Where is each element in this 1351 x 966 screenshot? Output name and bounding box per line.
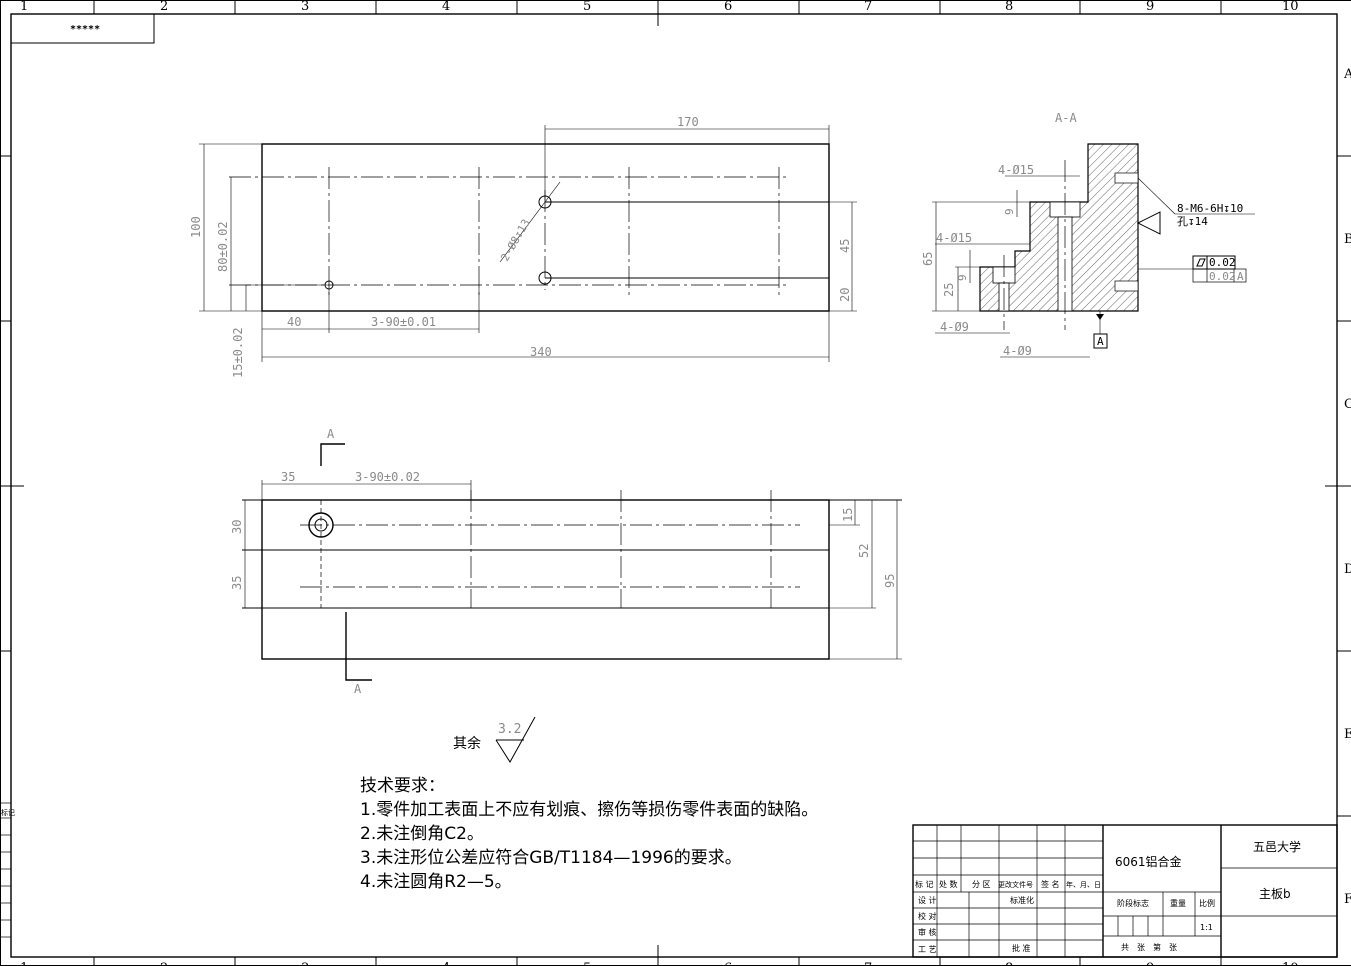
h-mark: 标 记 xyxy=(915,879,934,889)
dim-25: 25 xyxy=(942,283,956,297)
dim-65: 65 xyxy=(921,252,935,266)
part-name: 主板b xyxy=(1259,887,1291,901)
cut-label-top: A xyxy=(327,427,335,441)
dim-d9-left: 4-Ø9 xyxy=(940,320,969,334)
dim-35-front: 35 xyxy=(281,470,295,484)
tech-requirement-4: 4.未注圆角R2—5。 xyxy=(360,872,512,892)
zone-col-4-bottom: 4 xyxy=(442,961,450,966)
company: 五邑大学 xyxy=(1253,839,1301,854)
dim-15-front: 15 xyxy=(841,508,855,522)
sheets: 共 张 第 张 xyxy=(1121,942,1177,952)
zone-col-4: 4 xyxy=(442,0,450,14)
dim-d15-mid: 4-Ø15 xyxy=(936,231,972,245)
zone-col-10-bottom: 10 xyxy=(1282,961,1299,966)
zone-row-E: E xyxy=(1344,727,1351,742)
surface-roughness-note: 其余 3.2 xyxy=(453,716,536,763)
r-process: 工 艺 xyxy=(918,945,937,954)
zone-row-C: C xyxy=(1344,397,1351,412)
cut-label-bottom: A xyxy=(354,682,362,696)
dim-20: 20 xyxy=(838,288,852,302)
dim-80: 80±0.02 xyxy=(216,221,230,272)
parallel-tolerance: 0.02 xyxy=(1209,270,1236,283)
section-view-aa: A-A 4-Ø15 4-Ø15 4-Ø9 4-Ø9 65 25 9 9 8-M6… xyxy=(921,111,1255,358)
dim-pitch-top: 3-90±0.01 xyxy=(371,315,436,329)
tech-requirement-2: 2.未注倒角C2。 xyxy=(360,824,484,844)
r-design: 设 计 xyxy=(918,895,937,905)
tech-requirement-3: 3.未注形位公差应符合GB/T1184—1996的要求。 xyxy=(360,848,742,868)
material: 6061铝合金 xyxy=(1115,854,1182,869)
drawing-number-box: ***** xyxy=(10,13,155,44)
r-approve: 批 准 xyxy=(1012,943,1031,953)
front-view: A A 35 3-90±0.02 30 35 15 52 95 xyxy=(230,427,902,696)
dim-95: 95 xyxy=(883,574,897,588)
title-block: 6061铝合金 五邑大学 主板b 标 记 处 数 分 区 更改文件号 签 名 年… xyxy=(912,824,1338,958)
dim-pitch-front: 3-90±0.02 xyxy=(355,470,420,484)
top-view: 170 100 80±0.02 15±0.02 340 40 3-90±0.01… xyxy=(189,115,857,378)
zone-col-8: 8 xyxy=(1005,0,1013,14)
parallel-datum: A xyxy=(1237,270,1244,283)
h-date: 年、月、日 xyxy=(1066,880,1101,889)
h-count: 处 数 xyxy=(939,879,958,889)
tech-requirements: 技术要求： 1.零件加工表面上不应有划痕、擦伤等损伤零件表面的缺陷。 2.未注倒… xyxy=(360,774,818,894)
zone-row-D: D xyxy=(1344,562,1351,577)
r-std: 标准化 xyxy=(1010,895,1034,905)
roughness-value: 3.2 xyxy=(498,722,521,737)
h-zone: 分 区 xyxy=(972,880,991,889)
thread-callout: 8-M6-6H↧10 xyxy=(1177,202,1243,215)
zone-row-B: B xyxy=(1344,232,1351,247)
zone-col-7-bottom: 7 xyxy=(864,961,872,966)
left-revision-strip: 标记 xyxy=(0,802,15,938)
left-strip-label: 标记 xyxy=(1,808,15,817)
section-title: A-A xyxy=(1055,111,1077,125)
dim-d15-top: 4-Ø15 xyxy=(998,163,1034,177)
dim-340: 340 xyxy=(530,345,552,359)
stage-label: 阶段标志 xyxy=(1117,898,1149,908)
dim-15: 15±0.02 xyxy=(231,327,245,378)
dim-30: 30 xyxy=(230,520,244,534)
datum-a: A xyxy=(1097,335,1104,348)
dim-d9-bottom: 4-Ø9 xyxy=(1003,344,1032,358)
zone-col-8-bottom: 8 xyxy=(1005,961,1013,966)
dim-9b: 9 xyxy=(956,274,969,281)
zone-col-10: 10 xyxy=(1282,0,1299,14)
flatness-tolerance: 0.02 xyxy=(1209,256,1236,269)
zone-col-2-bottom: 2 xyxy=(160,961,168,966)
r-check: 校 对 xyxy=(918,911,937,921)
zone-row-F: F xyxy=(1344,892,1351,907)
dim-52: 52 xyxy=(857,544,871,558)
zone-col-1-bottom: 1 xyxy=(20,961,28,966)
zone-col-5-bottom: 5 xyxy=(583,961,591,966)
r-review: 审 核 xyxy=(918,927,937,937)
scale-label: 比例 xyxy=(1199,898,1215,908)
dim-35-v: 35 xyxy=(230,576,244,590)
dim-counterbore: 2-Ø8↧13 xyxy=(498,217,532,264)
roughness-prefix: 其余 xyxy=(453,735,481,752)
zone-col-3-bottom: 3 xyxy=(301,961,309,966)
zone-col-2: 2 xyxy=(160,0,168,14)
zone-col-7: 7 xyxy=(864,0,872,14)
dim-9a: 9 xyxy=(1003,208,1016,215)
dim-45: 45 xyxy=(838,239,852,253)
zone-col-6: 6 xyxy=(724,0,732,14)
tech-requirements-title: 技术要求： xyxy=(360,776,445,796)
dim-100: 100 xyxy=(189,216,203,238)
h-doc: 更改文件号 xyxy=(998,880,1033,889)
tech-requirement-1: 1.零件加工表面上不应有划痕、擦伤等损伤零件表面的缺陷。 xyxy=(360,800,819,820)
zone-col-5: 5 xyxy=(583,0,591,14)
h-sign: 签 名 xyxy=(1041,879,1060,889)
scale-value: 1:1 xyxy=(1200,923,1213,932)
zone-col-1: 1 xyxy=(20,0,28,14)
dim-40: 40 xyxy=(287,315,301,329)
weight-label: 重量 xyxy=(1170,898,1186,908)
zone-row-A: A xyxy=(1343,67,1351,82)
zone-col-9: 9 xyxy=(1146,0,1154,14)
thread-depth: 孔↧14 xyxy=(1177,215,1208,228)
zone-col-3: 3 xyxy=(301,0,309,14)
zone-col-9-bottom: 9 xyxy=(1146,961,1154,966)
zone-col-6-bottom: 6 xyxy=(724,961,732,966)
drawing-number: ***** xyxy=(70,24,100,35)
dim-170: 170 xyxy=(677,115,699,129)
